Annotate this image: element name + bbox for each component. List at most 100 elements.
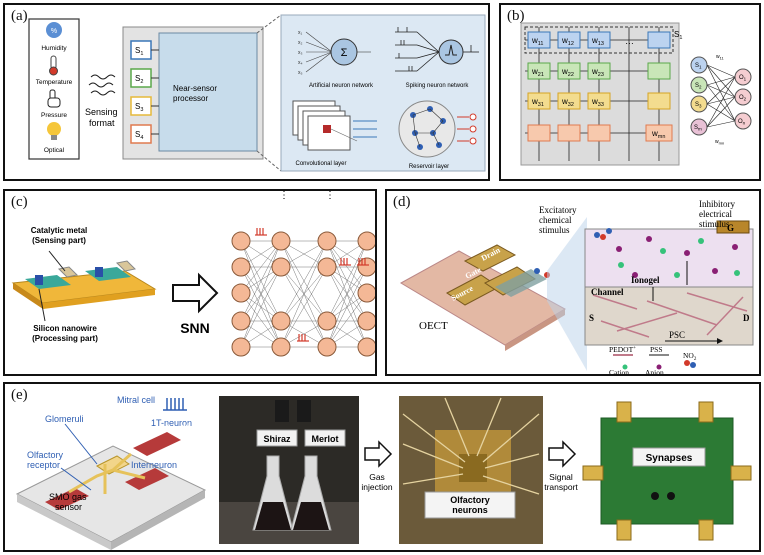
thermometer-icon (49, 55, 58, 76)
crossbar-cell (527, 92, 551, 110)
crossbar-cell (587, 31, 611, 49)
output-o2: O2 (739, 95, 747, 102)
input-s3: S3 (695, 102, 702, 109)
snn-neuron (271, 337, 291, 357)
crossbar-weight-label: w33 (591, 97, 604, 108)
snn-neuron (271, 257, 291, 277)
oect-label: OECT (419, 320, 448, 332)
snn-ellipsis: ⋮ (325, 190, 335, 201)
snn-neuron (271, 231, 291, 251)
snn-neuron (231, 283, 251, 303)
legend-anion: Anion (645, 368, 664, 376)
synapses-label: Synapses (646, 453, 693, 464)
snn-neuron (271, 311, 291, 331)
output-o1: O1 (739, 75, 747, 82)
xs-gate-label: G (727, 223, 734, 233)
snn-diagram (395, 27, 479, 72)
cross-section (584, 220, 754, 346)
panel-b-label: (b) (507, 8, 525, 24)
crossbar-weight-label: w23 (591, 67, 604, 78)
crossbar-cell (587, 124, 611, 142)
tneuron-label: 1T-neuron (151, 418, 192, 428)
svg-text:x₂: x₂ (298, 40, 303, 46)
crossbar-cell (647, 31, 671, 49)
channel-s2: S2 (135, 74, 143, 85)
sensor-humidity-label: Humidity (41, 45, 67, 52)
snn-neuron (231, 231, 251, 251)
crossbar-weight-label: w11 (531, 36, 544, 47)
crossbar-weight-label: w22 (561, 67, 574, 78)
snn-ellipsis: ⋮ (279, 190, 289, 201)
glomeruli-pointer (64, 423, 98, 465)
crossbar-cell (527, 124, 551, 142)
snn-neuron (357, 257, 375, 277)
crossbar-ellipsis: … (625, 36, 634, 46)
shiraz-label: Shiraz (263, 434, 291, 444)
receptor-pointer (60, 467, 92, 491)
nanowire-label: Silicon nanowire(Processing part) (32, 324, 98, 343)
oect-device (399, 244, 567, 351)
crossbar-weight-label: w31 (531, 97, 544, 108)
legend (613, 354, 696, 370)
panel-e-label: (e) (11, 387, 28, 403)
crossbar-cell (527, 62, 551, 80)
nanowire-pointer (38, 288, 46, 322)
crossbar-s1-label: S1 (674, 30, 682, 41)
snn-neuron (317, 231, 337, 251)
arrow-signal-icon (548, 440, 577, 468)
interneuron-label: Interneuron (131, 460, 177, 470)
xs-drain-label: D (743, 313, 750, 323)
arrow-gas-icon (364, 440, 393, 468)
panel-c: (c) Catalytic metal(Sensing part) Silico… (3, 189, 377, 376)
pcb-photo (581, 396, 757, 544)
glomeruli-label: Glomeruli (45, 414, 84, 424)
panel-d: (d) Drain Gate Source OECT (385, 189, 761, 376)
merlot-label: Merlot (312, 434, 339, 444)
panel-a-graphic: % Humidity Temperature Pressure Optical … (28, 14, 486, 172)
crossbar-cell (645, 124, 673, 142)
callout-lines (256, 14, 282, 172)
snn-neuron (357, 283, 375, 303)
sum-symbol: Σ (341, 47, 348, 59)
snn-network: ⋮⋮ (231, 190, 375, 357)
panel-a-label: (a) (11, 8, 28, 24)
probe-photo (399, 396, 543, 544)
ionogel-label: Ionogel (631, 275, 660, 285)
crossbar-cell (587, 62, 611, 80)
mitral-label: Mitral cell (117, 395, 155, 405)
hand-pointer-icon (47, 89, 61, 108)
mini-network (690, 56, 752, 136)
snn-label: SNN (180, 320, 210, 336)
reservoir-diagram (398, 100, 477, 158)
sensor-optical-label: Optical (44, 147, 65, 154)
mini-w11: w11 (716, 54, 725, 61)
svg-text:x₃: x₃ (298, 50, 303, 56)
channel-s1: S1 (135, 46, 143, 57)
right-arrow-icon (172, 272, 219, 314)
panel-d-graphic: Drain Gate Source OECT (399, 199, 754, 376)
crossbar-cell (557, 124, 581, 142)
channel-s3: S3 (135, 102, 143, 113)
input-sm: Sm (694, 125, 702, 132)
catalytic-pointer (48, 250, 66, 272)
snn-neuron (317, 257, 337, 277)
olfactory-chip (15, 398, 207, 550)
panel-e: (e) Mitral cell Glomeruli 1T-neuron Inte… (3, 382, 761, 552)
crossbar-cell (557, 62, 581, 80)
input-s2: S2 (695, 83, 702, 90)
processor-core (158, 32, 258, 152)
legend-pss: PSS (650, 345, 663, 354)
conv-diagram (292, 100, 377, 151)
ann-caption: Artificial neuron network (309, 83, 374, 89)
snn-neuron (317, 337, 337, 357)
snn-neuron (357, 337, 375, 357)
